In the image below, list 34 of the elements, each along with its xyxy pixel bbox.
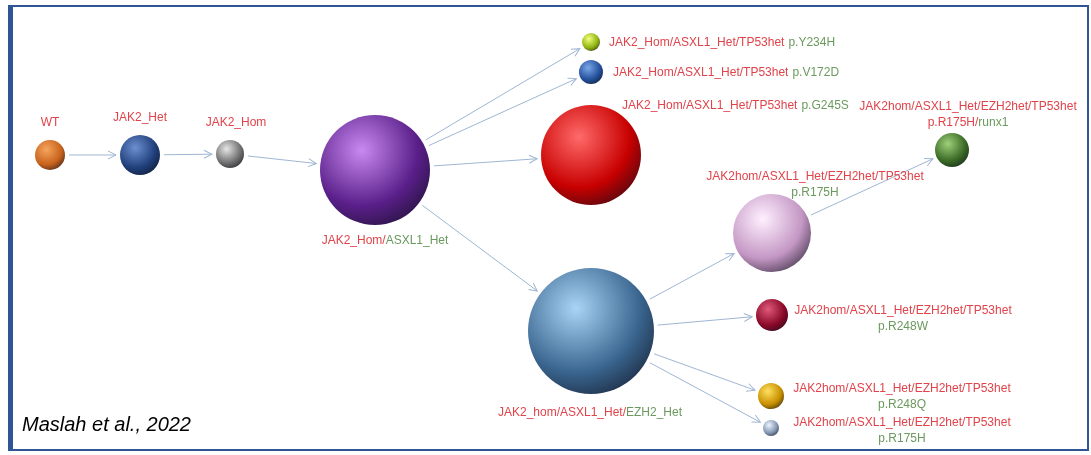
- genotype-label: JAK2_Hom/ASXL1_Het/TP53het: [613, 64, 789, 80]
- mutation-label: p.G245S: [801, 97, 849, 113]
- genotype-label: JAK2_Hom/ASXL1_Het/TP53het: [609, 34, 785, 50]
- genotype-label: JAK2hom/ASXL1_Het/EZH2het/TP53het: [706, 168, 924, 184]
- genotype-label: JAK2_Het: [113, 109, 167, 125]
- arrow: [810, 158, 934, 216]
- arrow: [653, 353, 756, 392]
- arrow: [68, 150, 117, 160]
- citation-text: Maslah et al., 2022: [22, 412, 191, 437]
- genotype-label: JAK2_Hom/ASXL1_Het: [321, 232, 449, 248]
- arrow: [421, 204, 538, 292]
- genotype-label: JAK2hom/ASXL1_Het/EZH2het/TP53het: [793, 380, 1011, 396]
- genotype-label: JAK2_Hom: [205, 114, 267, 130]
- mutation-label: p.R175H/runx1: [927, 114, 1009, 130]
- mutation-label: p.V172D: [792, 64, 840, 80]
- genotype-label: JAK2hom/ASXL1_Het/EZH2het/TP53het: [793, 414, 1011, 430]
- arrow: [247, 155, 317, 168]
- arrow: [649, 252, 735, 300]
- arrow: [163, 149, 213, 159]
- genotype-label: WT: [40, 114, 60, 130]
- arrow: [657, 313, 753, 326]
- genotype-label: JAK2hom/ASXL1_Het/EZH2het/TP53het: [859, 98, 1077, 114]
- arrow: [649, 362, 761, 423]
- genotype-label: JAK2hom/ASXL1_Het/EZH2het/TP53het: [794, 302, 1012, 318]
- arrow: [425, 48, 581, 141]
- genotype-label: JAK2_hom/ASXL1_Het/EZH2_Het: [497, 404, 683, 420]
- mutation-label: p.R175H: [791, 184, 839, 200]
- mutation-label: p.R248Q: [878, 396, 926, 412]
- mutation-label: p.R175H: [878, 430, 926, 446]
- arrow: [433, 154, 538, 167]
- mutation-label: p.Y234H: [788, 34, 836, 50]
- arrow: [428, 77, 577, 147]
- mutation-label: p.R248W: [878, 318, 928, 334]
- genotype-label: JAK2_Hom/ASXL1_Het/TP53het: [622, 97, 798, 113]
